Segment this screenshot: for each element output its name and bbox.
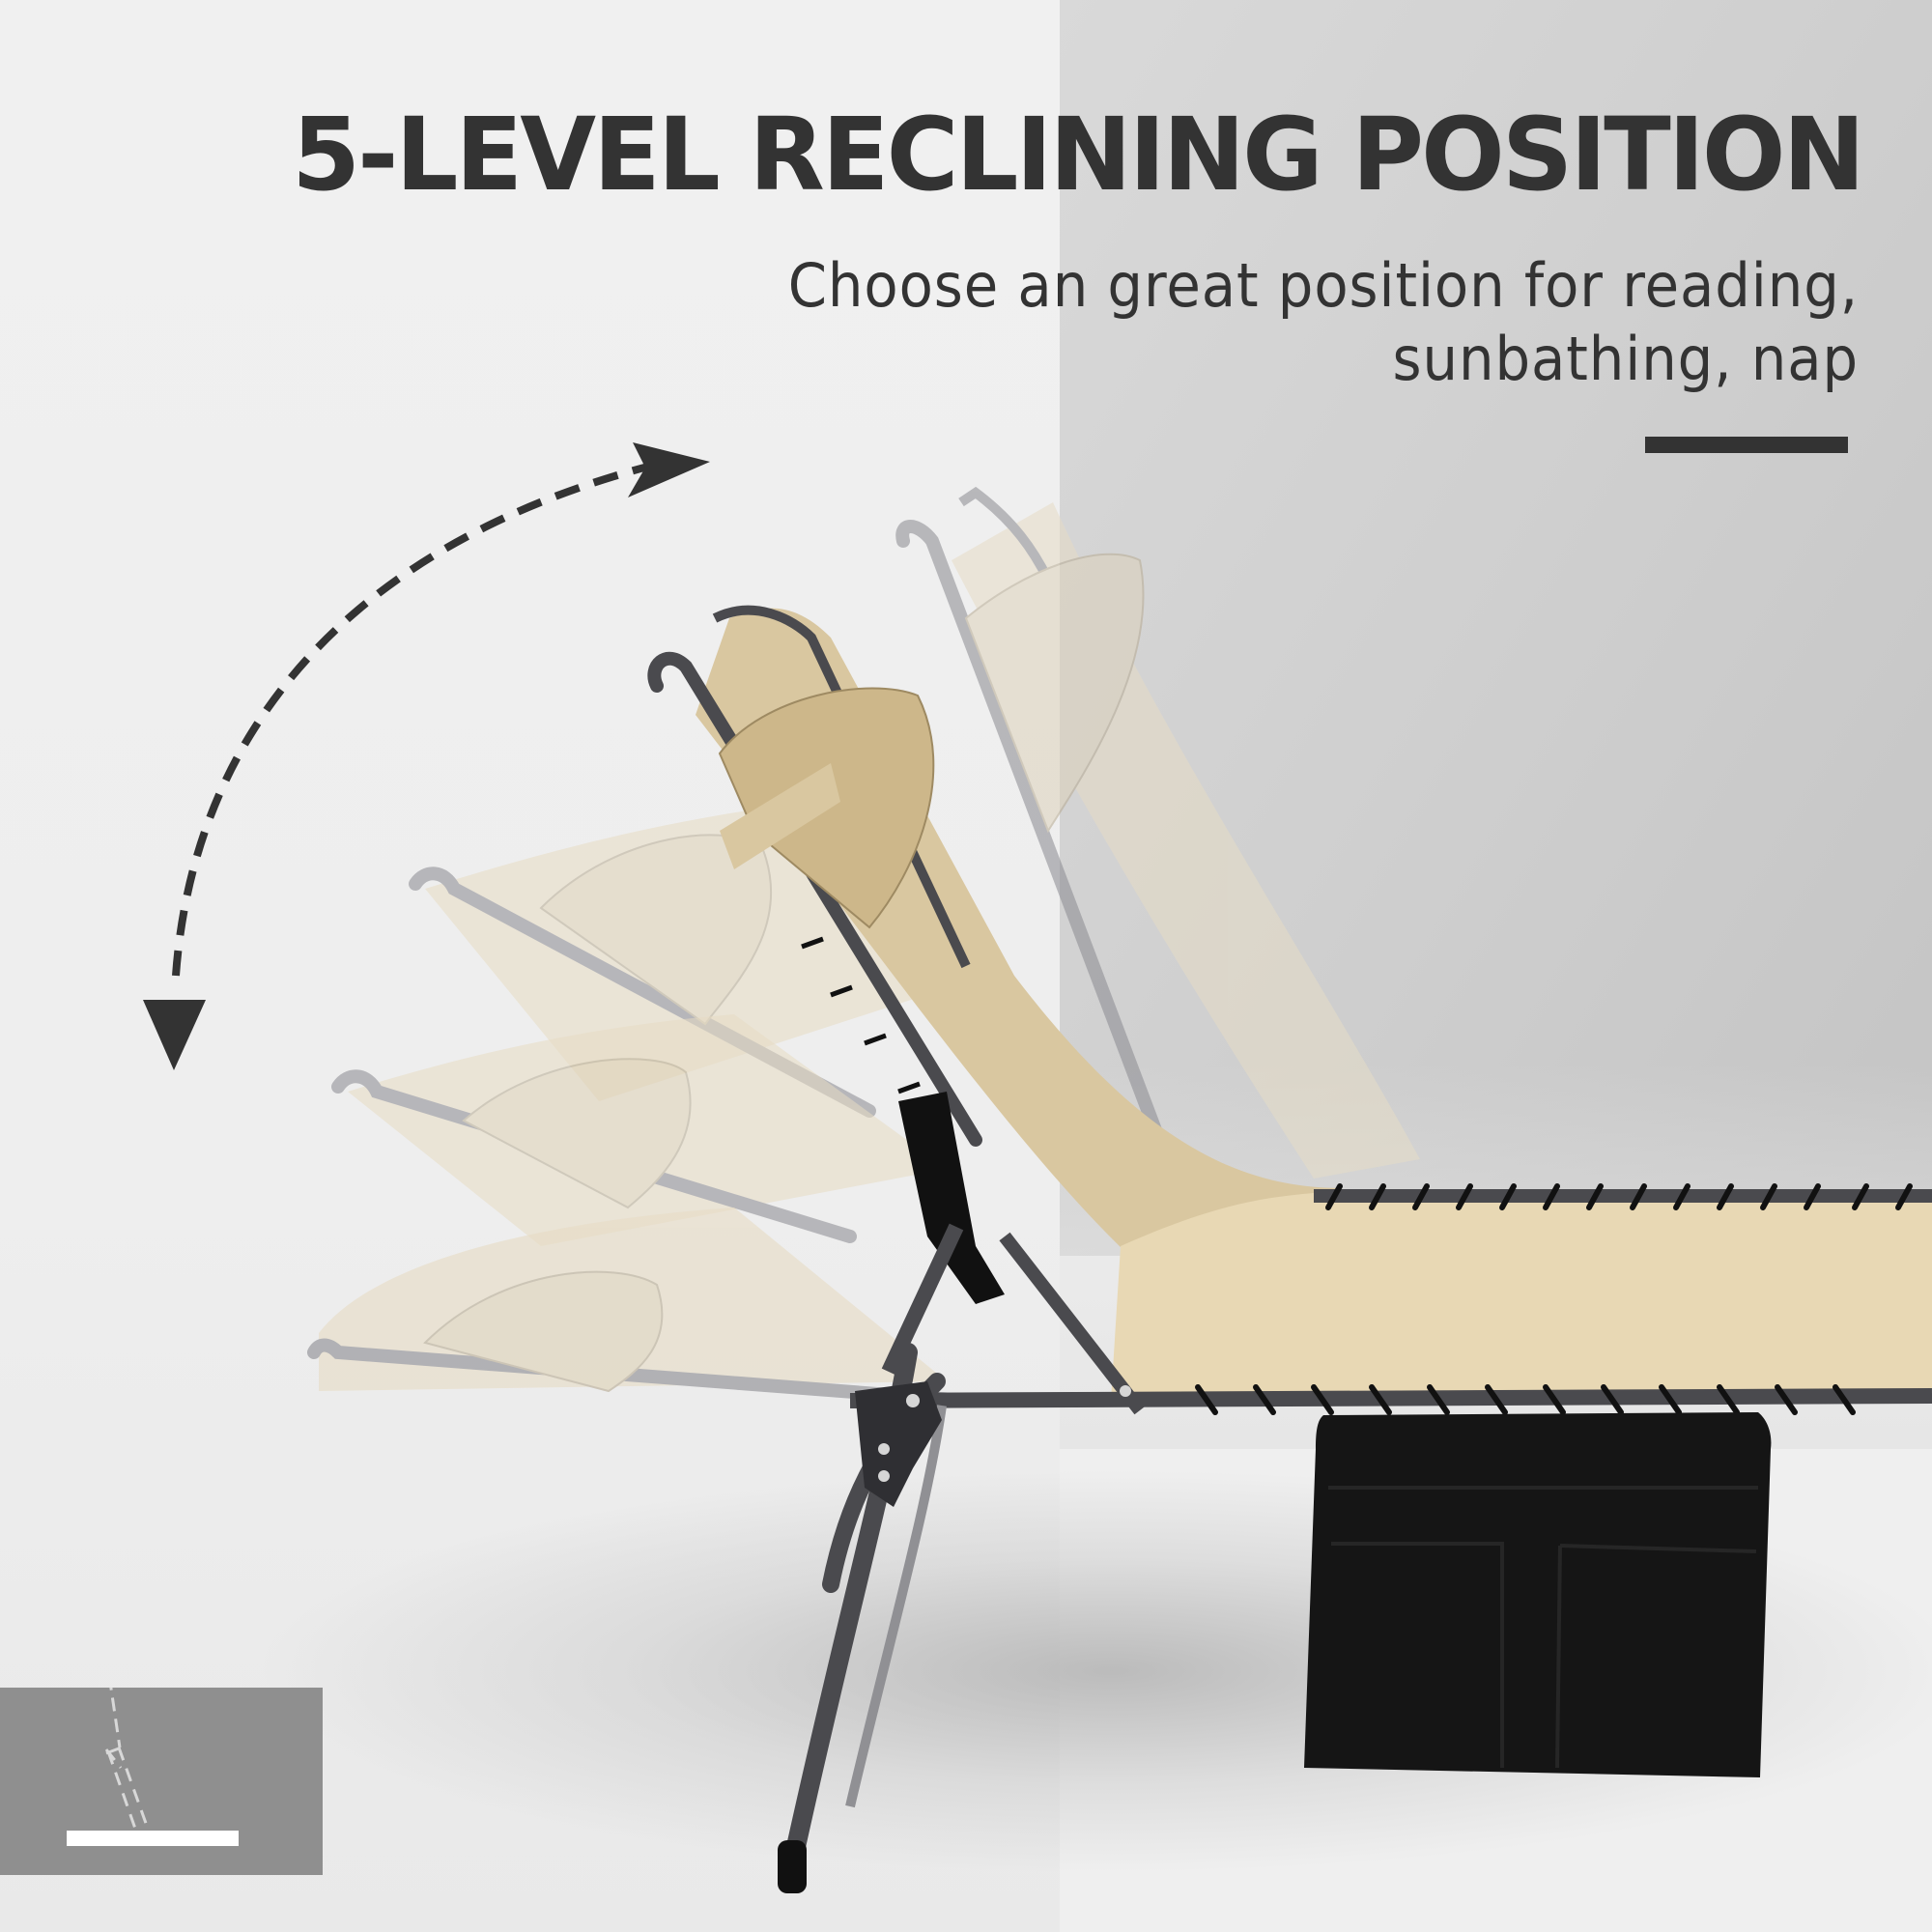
main-seat bbox=[849, 1183, 1932, 1415]
bungee-cords-top bbox=[1325, 1183, 1913, 1210]
recline-badge bbox=[0, 1688, 323, 1875]
ghost-backrest-level-3 bbox=[307, 1208, 973, 1407]
frame-legs bbox=[778, 1223, 1146, 1893]
subtitle-line-2: sunbathing, nap bbox=[1392, 324, 1859, 394]
accent-divider-bar bbox=[1645, 437, 1848, 453]
bungee-cords-bottom bbox=[1195, 1384, 1856, 1415]
ghost-backrest-upright bbox=[895, 486, 1420, 1185]
subtitle-line-1: Choose an great position for reading, bbox=[787, 250, 1859, 321]
feature-subtitle: Choose an great position for reading, su… bbox=[601, 249, 1859, 396]
background-right-panel bbox=[1060, 0, 1932, 1256]
feature-headline: 5-LEVEL RECLINING POSITION bbox=[292, 96, 1865, 213]
ghost-backrest-level-2 bbox=[331, 1014, 947, 1246]
main-backrest bbox=[647, 605, 1343, 1304]
side-pocket bbox=[1304, 1412, 1772, 1777]
backrest-recline-icon bbox=[67, 1688, 239, 1846]
recline-arrow-icon bbox=[143, 442, 710, 1070]
